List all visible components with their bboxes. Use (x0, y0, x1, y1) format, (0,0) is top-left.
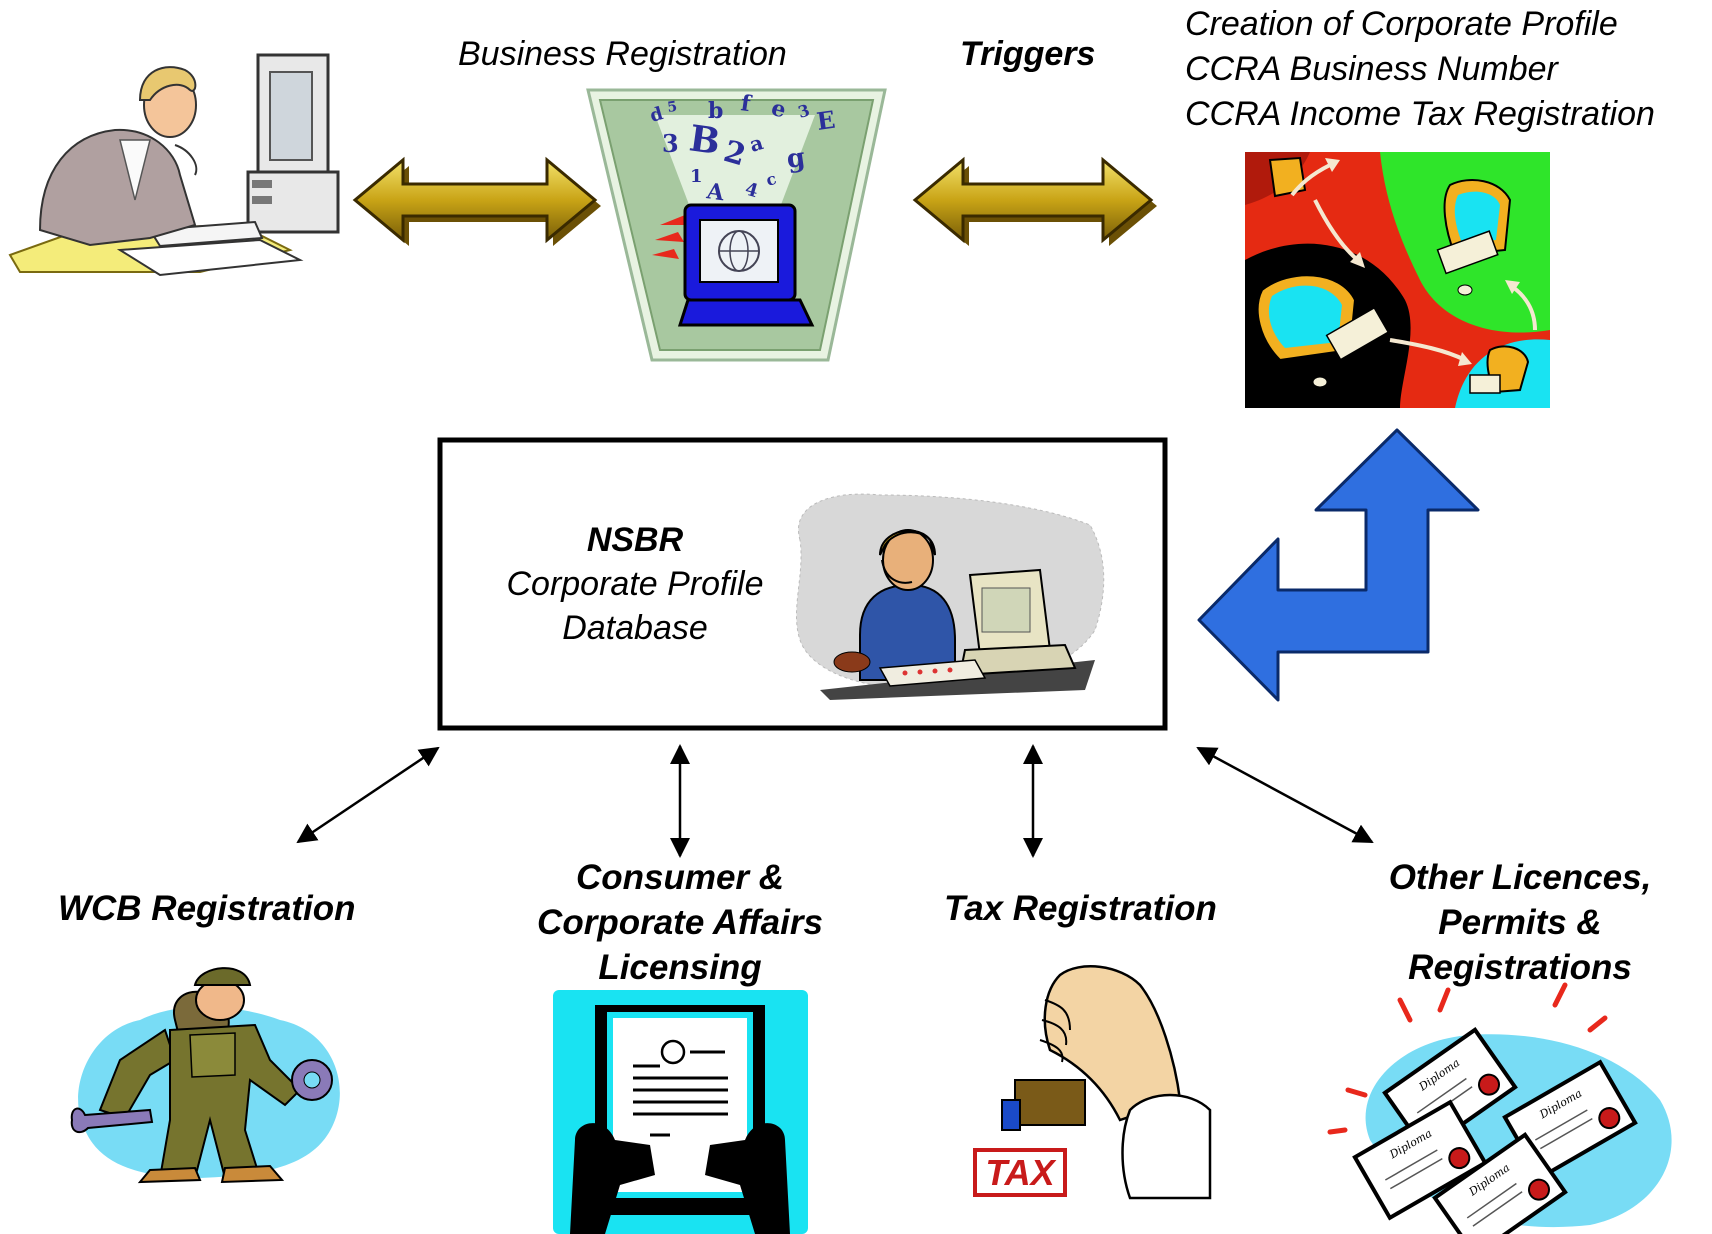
gold-double-arrow-left (352, 156, 601, 246)
consumer-affairs-label: Consumer & Corporate Affairs Licensing (505, 855, 855, 990)
other-line: Permits & (1438, 903, 1602, 942)
woman-at-computer-icon (8, 53, 340, 277)
connector-lines (296, 744, 1374, 858)
diploma-seal (1527, 1178, 1550, 1201)
code-glyph: d (648, 103, 666, 127)
code-glyph: b (708, 98, 723, 124)
code-glyph: e (768, 95, 789, 124)
code-glyph: B (687, 117, 723, 163)
diploma-seal (1598, 1107, 1621, 1130)
other-line: Registrations (1408, 948, 1632, 987)
outcome-item: CCRA Income Tax Registration (1185, 95, 1655, 133)
code-glyph: E (815, 105, 837, 136)
nsbr-title: NSBR (586, 521, 684, 559)
code-glyph: 5 (666, 99, 678, 116)
consumer-line: Consumer & (575, 858, 785, 897)
worker-with-tools-icon (70, 967, 340, 1184)
code-glyph: 1 (690, 166, 703, 187)
code-glyph: 4 (743, 179, 761, 203)
connected-computers-icon (1245, 152, 1550, 408)
tax-stamp-label: TAX (985, 1152, 1056, 1193)
diploma-seal (1477, 1073, 1500, 1096)
database-operator-icon (795, 493, 1105, 700)
tax-registration-label: Tax Registration (944, 889, 1217, 928)
diploma-sheet: Diploma (1502, 1059, 1638, 1181)
other-licences-label: Other Licences, Permits & Registrations (1340, 855, 1700, 990)
connector-wcb (296, 746, 440, 844)
diploma-seal (1448, 1147, 1471, 1170)
code-glyph: g (785, 143, 807, 175)
other-line: Other Licences, (1388, 858, 1652, 897)
nsbr-line1: Corporate Profile (506, 565, 764, 603)
diploma-sheet: Diploma (1382, 1026, 1518, 1154)
consumer-line: Licensing (598, 948, 762, 987)
nsbr-text-block: NSBR Corporate Profile Database (470, 518, 800, 650)
code-glyph: A (704, 178, 726, 206)
blue-return-arrow (1197, 428, 1480, 702)
code-glyph: a (747, 130, 766, 157)
tax-stamp-icon: TAX (973, 965, 1212, 1200)
gold-double-arrow-right (912, 156, 1157, 246)
code-glyph: 3 (796, 101, 812, 122)
consumer-line: Corporate Affairs (537, 903, 823, 942)
connector-other (1196, 746, 1374, 844)
diploma-sheet: Diploma (1352, 1099, 1488, 1221)
outcome-item: Creation of Corporate Profile (1185, 5, 1618, 43)
wcb-registration-label: WCB Registration (58, 889, 356, 928)
nsbr-line2: Database (562, 609, 708, 647)
business-registration-label: Business Registration (458, 35, 787, 73)
diploma-sheet: Diploma (1432, 1131, 1568, 1234)
code-glyph: 3 (662, 129, 679, 158)
outcome-item: CCRA Business Number (1185, 50, 1558, 88)
outcomes-list: Creation of Corporate Profile CCRA Busin… (1185, 2, 1655, 137)
certificate-in-hands-icon (553, 990, 808, 1234)
triggers-label: Triggers (960, 35, 1096, 73)
